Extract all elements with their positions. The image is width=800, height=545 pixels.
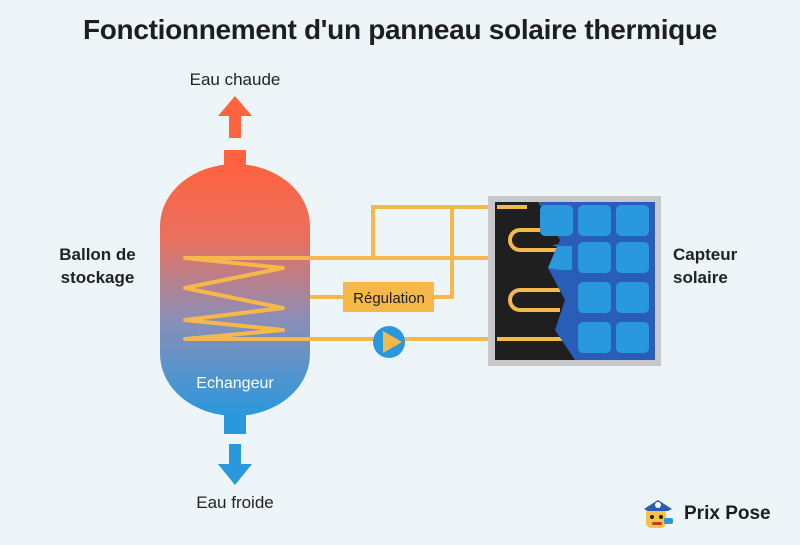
cold-water-label: Eau froide	[196, 493, 274, 512]
collector-pipes	[310, 205, 497, 299]
solar-collector-label-line2: solaire	[673, 268, 728, 287]
mascot-logo-icon	[644, 500, 673, 528]
storage-tank-label: Ballon de stockage	[50, 243, 145, 289]
brand-name: Prix Pose	[684, 503, 771, 524]
solar-collector-label-line1: Capteur	[673, 245, 738, 264]
brand-logo: Prix Pose	[640, 494, 790, 534]
storage-tank-label-line2: stockage	[60, 268, 135, 287]
exchanger-coil	[183, 256, 497, 341]
regulation-label: Régulation	[353, 290, 425, 307]
solar-collector	[488, 196, 661, 366]
storage-tank-label-line1: Ballon de	[59, 245, 136, 264]
regulation-box	[343, 282, 434, 312]
solar-collector-label: Capteur solaire	[673, 243, 753, 289]
cold-water-nozzle	[224, 414, 246, 434]
exchanger-label: Echangeur	[196, 375, 274, 392]
hot-water-nozzle	[224, 150, 246, 168]
pump-icon	[373, 326, 405, 358]
storage-tank	[160, 164, 310, 416]
hot-water-label: Eau chaude	[190, 70, 281, 89]
diagram-title: Fonctionnement d'un panneau solaire ther…	[82, 14, 718, 45]
arrow-down-icon	[218, 444, 252, 485]
arrow-up-icon	[218, 96, 252, 138]
